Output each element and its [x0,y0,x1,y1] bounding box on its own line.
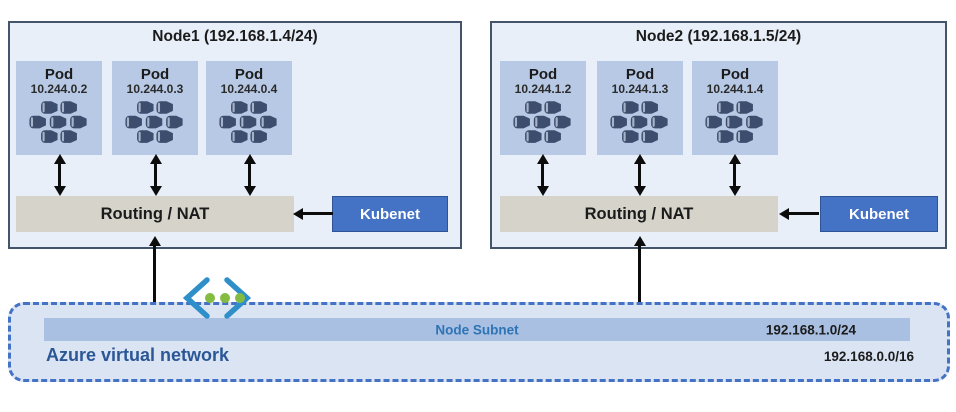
node2-kubenet-box: Kubenet [820,196,938,232]
pod-router-arrow [541,163,544,187]
pod-router-arrow [154,163,157,187]
node-subnet-cidr: 192.168.1.0/24 [765,322,856,337]
azure-vnet-label: Azure virtual network [46,345,230,365]
kubenet-router-arrow [303,212,333,215]
azure-vnet-cidr: 192.168.0.0/16 [823,349,914,364]
pod-ip: 10.244.1.3 [611,82,669,96]
pod-containers-icon [513,101,571,143]
virtual-network-icon [183,277,252,319]
pod-containers-icon [705,101,763,143]
kubenet-router-arrow [789,212,819,215]
pod-containers-icon [219,101,277,143]
azure-vnet-box: Node Subnet 192.168.1.0/24 Azure virtual… [8,302,950,382]
node-subnet-bar: Node Subnet 192.168.1.0/24 [44,318,910,341]
pod-containers-icon [610,101,668,143]
node2-box: Node2 (192.168.1.5/24) Pod 10.244.1.2 Po… [490,21,947,249]
pod-router-arrow [733,163,736,187]
pod-ip: 10.244.0.3 [126,82,184,96]
pod-label: Pod [140,66,170,83]
pod-label: Pod [720,66,750,83]
pod-ip: 10.244.1.2 [514,82,572,96]
pod-containers-icon [125,101,183,143]
pod-router-arrow [58,163,61,187]
node1-pod-1: Pod 10.244.0.2 [16,61,102,155]
pod-label: Pod [44,66,74,83]
pod-label: Pod [625,66,655,83]
node1-routing-nat-bar: Routing / NAT [16,196,294,232]
node2-pod-1: Pod 10.244.1.2 [500,61,586,155]
node1-title: Node1 (192.168.1.4/24) [152,28,318,45]
node2-pod-3: Pod 10.244.1.4 [692,61,778,155]
node1-pod-2: Pod 10.244.0.3 [112,61,198,155]
node2-pod-2: Pod 10.244.1.3 [597,61,683,155]
pod-label: Pod [528,66,558,83]
node2-title: Node2 (192.168.1.5/24) [635,28,802,45]
node1-pod-3: Pod 10.244.0.4 [206,61,292,155]
pod-ip: 10.244.1.4 [706,82,764,96]
node1-box: Node1 (192.168.1.4/24) Pod 10.244.0.2 Po… [8,21,462,249]
pod-ip: 10.244.0.4 [220,82,278,96]
router-subnet-arrow [153,245,156,311]
router-subnet-arrow [638,245,641,311]
pod-router-arrow [248,163,251,187]
pod-router-arrow [638,163,641,187]
node-subnet-label: Node Subnet [435,322,519,337]
pod-containers-icon [29,101,87,143]
node2-routing-nat-bar: Routing / NAT [500,196,778,232]
pod-label: Pod [234,66,264,83]
pod-ip: 10.244.0.2 [30,82,88,96]
node1-kubenet-box: Kubenet [332,196,448,232]
